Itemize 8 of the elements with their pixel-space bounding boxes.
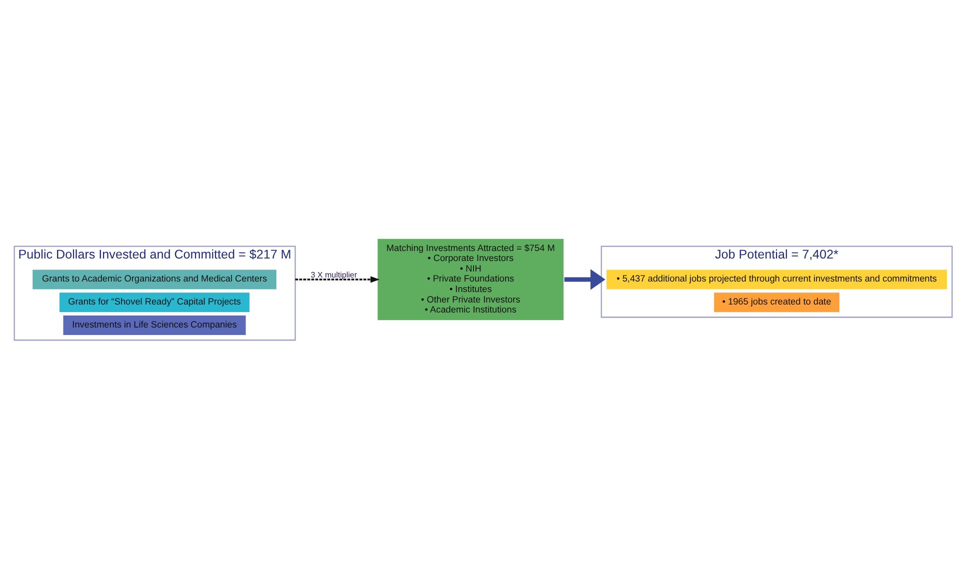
node-box: • 5,437 additional jobs projected through current investments and commitments	[605, 268, 948, 290]
node-box: Matching Investments Attracted = $754 M • Corporate Investors • NIH • Private Foundations • Institutes • Other Private Investors • Academic Institutions	[376, 238, 565, 322]
node-box: Grants to Academic Organizations and Medical Centers	[31, 268, 278, 290]
node-box: Grants for “Shovel Ready” Capital Projects	[58, 292, 251, 314]
node-box: Investments in Life Sciences Companies	[62, 314, 247, 336]
arrow	[564, 269, 606, 290]
arrow	[295, 276, 380, 283]
node-box: • 1965 jobs created to date	[712, 292, 841, 314]
